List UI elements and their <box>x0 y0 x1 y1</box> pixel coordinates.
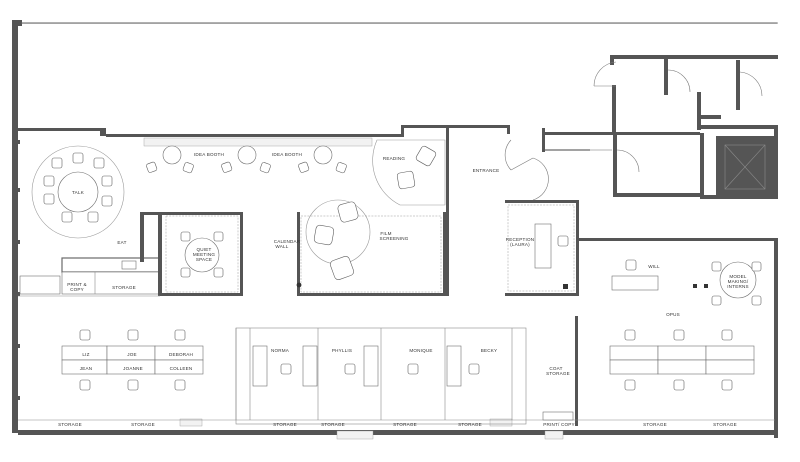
left-open-office-desks <box>61 329 204 391</box>
label-jean: JEAN <box>80 366 93 371</box>
reception-desk <box>534 223 569 269</box>
label-opus: OPUS <box>666 312 680 317</box>
label-storage-4: STORAGE <box>321 422 345 427</box>
label-model-making-2: MAKING/ <box>728 279 749 284</box>
label-print-copy-1: PRINT & <box>67 282 86 287</box>
talk-table <box>31 145 125 239</box>
label-model-making-1: MODEL <box>729 274 747 279</box>
label-storage-kitchen: STORAGE <box>112 285 136 290</box>
label-film-screening-1: FILM <box>380 231 391 236</box>
exterior-walls <box>12 20 778 440</box>
interior-partitions <box>18 128 777 426</box>
label-deborah: DEBORAH <box>169 352 193 357</box>
meeting-table <box>180 231 224 278</box>
will-desk <box>611 259 708 291</box>
label-talk: TALK <box>72 190 85 195</box>
label-becky: BECKY <box>481 348 498 353</box>
label-entrance: ENTRANCE <box>473 168 500 173</box>
label-norma: NORMA <box>271 348 290 353</box>
label-idea-booth-1: IDEA BOOTH <box>194 152 224 157</box>
private-office-desks <box>252 345 480 387</box>
label-storage-6: STORAGE <box>458 422 482 427</box>
label-storage-8: STORAGE <box>713 422 737 427</box>
label-monique: MONIQUE <box>409 348 432 353</box>
reading-chairs <box>396 145 437 190</box>
label-joe: JOE <box>127 352 137 357</box>
label-will: WILL <box>648 264 660 269</box>
label-calendar-wall-2: WALL <box>275 244 288 249</box>
label-liz: LIZ <box>82 352 89 357</box>
label-coat-storage-2: STORAGE <box>546 371 570 376</box>
label-phyllis: PHYLLIS <box>332 348 352 353</box>
model-making-table <box>711 261 762 306</box>
label-eat: EAT <box>117 240 126 245</box>
label-model-making-3: INTERNS <box>727 284 749 289</box>
label-reading: READING <box>383 156 406 161</box>
film-screening-furniture <box>305 199 371 280</box>
label-storage-2: STORAGE <box>131 422 155 427</box>
label-colleen: COLLEEN <box>170 366 193 371</box>
label-storage-3: STORAGE <box>273 422 297 427</box>
label-storage-5: STORAGE <box>393 422 417 427</box>
label-film-screening-2: SCREENING <box>379 236 408 241</box>
label-reception-2: (LAURA) <box>510 242 530 247</box>
label-quiet-meeting-1: QUIET <box>196 247 211 252</box>
core-rooms <box>542 55 778 199</box>
label-storage-1: STORAGE <box>58 422 82 427</box>
label-quiet-meeting-3: SPACE <box>196 257 212 262</box>
room-labels: TALK IDEA BOOTH IDEA BOOTH READING EAT Q… <box>58 152 749 427</box>
label-reception-1: RECEPTION <box>506 237 535 242</box>
label-print-copy-2: COPY <box>70 287 84 292</box>
label-storage-7: STORAGE <box>643 422 667 427</box>
label-idea-booth-2: IDEA BOOTH <box>272 152 302 157</box>
label-calendar-wall-1: CALENDAR <box>274 239 301 244</box>
label-joanne: JOANNE <box>123 366 143 371</box>
label-print-copy-bottom: PRINT/ COPY <box>543 422 575 427</box>
idea-booth-tables <box>146 145 347 174</box>
label-coat-storage-1: COAT <box>549 366 562 371</box>
right-open-office-desks <box>609 329 755 391</box>
label-quiet-meeting-2: MEETING <box>193 252 216 257</box>
